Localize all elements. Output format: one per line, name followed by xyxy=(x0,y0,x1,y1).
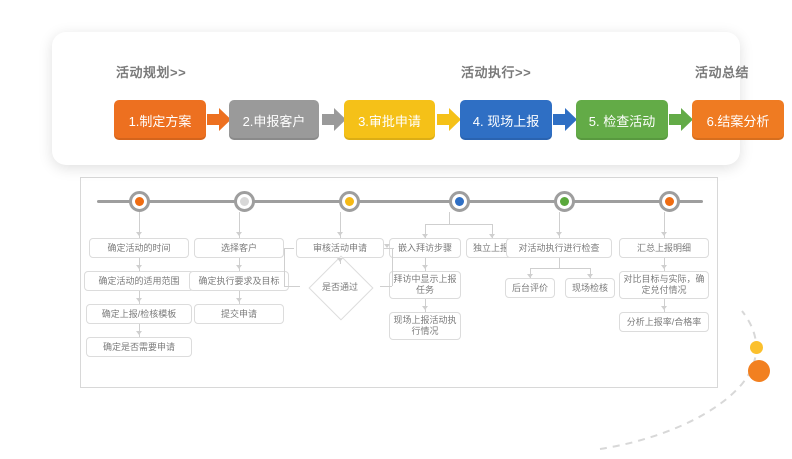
connector-line xyxy=(284,248,294,249)
connector-line xyxy=(384,248,394,249)
connector-line xyxy=(664,212,665,238)
connector-line xyxy=(139,258,140,271)
connector-line xyxy=(425,224,493,225)
connector-line xyxy=(380,286,392,287)
connector-arrow xyxy=(661,265,667,269)
connector-line xyxy=(284,248,285,286)
phase-label-planning: 活动规划>> xyxy=(116,65,187,80)
timeline-rail xyxy=(97,200,703,203)
flow-box-planning-3[interactable]: 确定上报/检核模板 xyxy=(86,304,192,324)
step-button-6[interactable]: 6.结案分析 xyxy=(692,100,784,140)
timeline-node-dot xyxy=(665,197,674,206)
timeline-node-2[interactable] xyxy=(234,191,255,212)
flow-box-planning-4[interactable]: 确定是否需要申请 xyxy=(86,337,192,357)
flow-box-declare-2[interactable]: 确定执行要求及目标 xyxy=(189,271,289,291)
connector-line xyxy=(425,224,426,238)
connector-arrow xyxy=(384,244,390,248)
flow-decision-approval[interactable]: 是否通过 xyxy=(300,254,380,321)
connector-arrow xyxy=(236,265,242,269)
flow-box-summary-3[interactable]: 分析上报率/合格率 xyxy=(619,312,709,332)
timeline-node-5[interactable] xyxy=(554,191,575,212)
flowchart-panel: 确定活动的时间确定活动的适用范围确定上报/检核模板确定是否需要申请 选择客户确定执… xyxy=(80,177,718,388)
timeline-node-dot xyxy=(560,197,569,206)
step-button-1[interactable]: 1.制定方案 xyxy=(114,100,206,140)
decorative-dot-yellow xyxy=(750,341,763,354)
step-button-5[interactable]: 5. 检查活动 xyxy=(576,100,668,140)
connector-line xyxy=(449,212,450,224)
connector-arrow xyxy=(422,306,428,310)
connector-arrow xyxy=(337,258,343,262)
step-arrow-2 xyxy=(322,107,346,132)
flow-box-planning-1[interactable]: 确定活动的时间 xyxy=(89,238,189,258)
connector-line xyxy=(530,268,531,278)
flow-box-onsite-4[interactable]: 现场上报活动执行情况 xyxy=(389,312,461,340)
timeline-node-dot xyxy=(345,197,354,206)
connector-line xyxy=(239,212,240,238)
phase-label-execution: 活动执行>> xyxy=(461,65,532,80)
connector-line xyxy=(590,268,591,278)
step-arrow-5 xyxy=(669,107,693,132)
connector-line xyxy=(139,212,140,238)
flow-box-onsite-1[interactable]: 嵌入拜访步骤 xyxy=(389,238,461,258)
timeline-node-6[interactable] xyxy=(659,191,680,212)
connector-line xyxy=(239,258,240,271)
flow-box-inspect-1[interactable]: 对活动执行进行检查 xyxy=(506,238,612,258)
connector-line xyxy=(492,224,493,238)
step-arrow-1 xyxy=(207,107,231,132)
connector-arrow xyxy=(337,232,343,236)
connector-line xyxy=(340,212,341,238)
timeline-node-dot xyxy=(240,197,249,206)
step-button-3[interactable]: 3.审批申请 xyxy=(344,100,435,140)
timeline-node-3[interactable] xyxy=(339,191,360,212)
connector-arrow xyxy=(422,265,428,269)
flow-box-declare-3[interactable]: 提交申请 xyxy=(194,304,284,324)
connector-line xyxy=(559,258,560,268)
connector-arrow xyxy=(136,265,142,269)
flowchart-canvas: 确定活动的时间确定活动的适用范围确定上报/检核模板确定是否需要申请 选择客户确定执… xyxy=(81,178,719,389)
connector-arrow xyxy=(527,274,533,278)
step-arrow-3 xyxy=(437,107,461,132)
timeline-node-1[interactable] xyxy=(129,191,150,212)
connector-arrow xyxy=(661,306,667,310)
timeline-node-dot xyxy=(135,197,144,206)
step-button-2[interactable]: 2.申报客户 xyxy=(229,100,319,140)
connector-arrow xyxy=(236,298,242,302)
connector-line xyxy=(664,299,665,312)
timeline-node-4[interactable] xyxy=(449,191,470,212)
process-overview-card: 活动规划>> 活动执行>> 活动总结 1.制定方案 2.申报客户 3.审批申请 … xyxy=(52,32,784,165)
flow-box-summary-2[interactable]: 对比目标与实际，确定兑付情况 xyxy=(619,271,709,299)
connector-line xyxy=(239,291,240,304)
connector-line xyxy=(425,258,426,271)
connector-line xyxy=(559,212,560,238)
connector-line xyxy=(139,291,140,304)
connector-line xyxy=(530,268,590,269)
connector-line xyxy=(664,258,665,271)
connector-arrow xyxy=(422,234,428,238)
connector-arrow xyxy=(661,232,667,236)
connector-arrow xyxy=(489,234,495,238)
flow-box-inspect-3[interactable]: 现场检核 xyxy=(565,278,615,298)
connector-line xyxy=(425,299,426,312)
connector-line xyxy=(392,248,393,286)
flow-box-planning-2[interactable]: 确定活动的适用范围 xyxy=(84,271,194,291)
flow-box-summary-1[interactable]: 汇总上报明细 xyxy=(619,238,709,258)
connector-arrow xyxy=(136,298,142,302)
step-arrow-4 xyxy=(553,107,577,132)
connector-line xyxy=(284,286,300,287)
connector-arrow xyxy=(556,232,562,236)
flow-box-onsite-3[interactable]: 拜访中显示上报任务 xyxy=(389,271,461,299)
step-button-4[interactable]: 4. 现场上报 xyxy=(460,100,552,140)
connector-arrow xyxy=(136,232,142,236)
decorative-dot-orange xyxy=(748,360,770,382)
decision-label: 是否通过 xyxy=(321,281,358,292)
phase-label-summary: 活动总结 xyxy=(695,65,750,80)
timeline-node-dot xyxy=(455,197,464,206)
connector-arrow xyxy=(587,274,593,278)
connector-line xyxy=(139,324,140,337)
flow-box-declare-1[interactable]: 选择客户 xyxy=(194,238,284,258)
flow-box-inspect-2[interactable]: 后台评价 xyxy=(505,278,555,298)
connector-arrow xyxy=(136,331,142,335)
connector-arrow xyxy=(236,232,242,236)
